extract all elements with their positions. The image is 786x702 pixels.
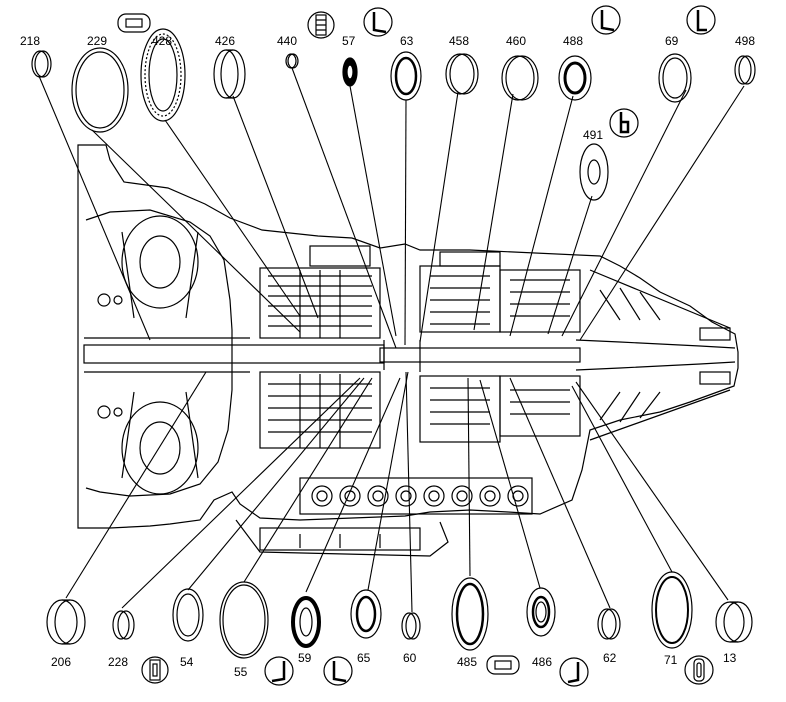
callout-labels: 218 229 428 426 440 57 63 458 460 488 69… — [20, 34, 755, 679]
part-428-sprag-race — [140, 28, 186, 122]
part-485-seal — [451, 577, 489, 651]
top-parts — [31, 28, 756, 201]
label-206: 206 — [51, 655, 71, 669]
square-ring-icon — [141, 656, 169, 684]
part-460-ring — [501, 55, 539, 101]
part-71-seal — [651, 571, 693, 649]
part-60-ring — [401, 612, 421, 640]
label-428: 428 — [152, 34, 172, 48]
part-426-ring — [213, 49, 246, 99]
label-228: 228 — [108, 655, 128, 669]
o-ring-icon — [684, 655, 714, 685]
part-65-lip-seal — [350, 589, 382, 639]
part-63-lip-seal — [390, 51, 422, 101]
d-ring-icon — [609, 108, 639, 138]
label-491: 491 — [583, 128, 603, 142]
part-491-washer — [579, 143, 609, 201]
lip-seal-icon — [323, 656, 353, 686]
label-486: 486 — [532, 655, 552, 669]
label-57: 57 — [342, 34, 356, 48]
part-229-snap-ring — [71, 47, 129, 133]
label-59: 59 — [298, 651, 312, 665]
part-458-ring — [445, 53, 479, 95]
lip-seal-icon — [559, 657, 589, 687]
part-486-lip-seal — [526, 587, 556, 637]
label-458: 458 — [449, 34, 469, 48]
label-71: 71 — [664, 653, 678, 667]
leader-lines — [38, 67, 745, 613]
square-ring-icon — [307, 11, 335, 39]
part-55-snap-ring — [219, 581, 269, 659]
label-69: 69 — [665, 34, 679, 48]
rectangular-seal-icon — [486, 655, 520, 675]
part-13-ring — [715, 601, 753, 643]
part-59-seal — [291, 596, 321, 648]
label-55: 55 — [234, 665, 248, 679]
label-63: 63 — [400, 34, 414, 48]
bottom-parts — [46, 571, 753, 659]
part-62-ring — [597, 608, 621, 640]
label-65: 65 — [357, 651, 371, 665]
transmission-housing — [77, 144, 739, 557]
part-54-ring — [172, 588, 204, 642]
part-498-ring — [734, 55, 756, 85]
part-218-ring — [31, 50, 52, 78]
lip-seal-icon — [264, 656, 294, 686]
label-60: 60 — [403, 651, 417, 665]
lip-seal-icon — [363, 7, 393, 37]
part-57-seal — [342, 57, 358, 87]
label-218: 218 — [20, 34, 40, 48]
label-460: 460 — [506, 34, 526, 48]
part-440-seal — [285, 53, 299, 69]
o-ring-icon — [686, 5, 716, 35]
label-62: 62 — [603, 651, 617, 665]
label-13: 13 — [723, 651, 737, 665]
part-206-ring — [46, 599, 86, 645]
label-485: 485 — [457, 655, 477, 669]
label-488: 488 — [563, 34, 583, 48]
part-488-lip-seal — [558, 55, 592, 101]
label-426: 426 — [215, 34, 235, 48]
label-54: 54 — [180, 655, 194, 669]
lip-seal-icon — [591, 5, 621, 35]
seal-symbols — [117, 5, 716, 687]
rectangular-seal-icon — [117, 13, 151, 33]
label-498: 498 — [735, 34, 755, 48]
upper-clutch-packs — [259, 245, 581, 339]
label-229: 229 — [87, 34, 107, 48]
label-440: 440 — [277, 34, 297, 48]
extension-housing — [589, 269, 731, 441]
part-228-ring — [112, 610, 135, 640]
part-69-ring — [658, 53, 692, 103]
lower-clutch-packs — [259, 371, 581, 449]
